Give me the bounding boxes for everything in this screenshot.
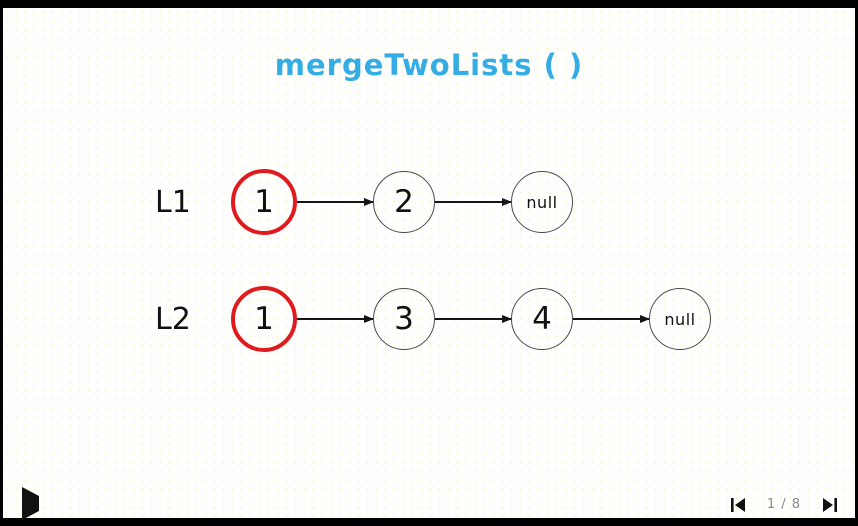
next-pointer-arrow-icon [297, 314, 374, 323]
next-pointer-arrow-icon [297, 197, 374, 206]
list-node: 1 [231, 286, 297, 352]
play-icon [21, 487, 39, 520]
list-node: 4 [511, 288, 573, 350]
linked-list-l2: L2 1 3 4 null [155, 285, 711, 353]
list-label: L1 [155, 184, 191, 220]
list-label: L2 [155, 301, 191, 337]
list-node-null: null [649, 288, 711, 350]
player-nav: 1 / 8 [730, 497, 838, 512]
list-node: 2 [373, 171, 435, 233]
slide-title: mergeTwoLists ( ) [274, 48, 584, 82]
next-pointer-arrow-icon [435, 197, 512, 206]
skip-to-start-icon [730, 497, 746, 512]
next-pointer-arrow-icon [573, 314, 650, 323]
next-pointer-arrow-icon [435, 314, 512, 323]
linked-list-l1: L1 1 2 null [155, 168, 573, 236]
page-indicator: 1 / 8 [766, 497, 801, 512]
last-slide-button[interactable] [822, 497, 838, 512]
list-node-null: null [511, 171, 573, 233]
play-button[interactable] [21, 487, 39, 520]
list-node: 3 [373, 288, 435, 350]
first-slide-button[interactable] [730, 497, 746, 512]
list-node: 1 [231, 169, 297, 235]
skip-to-end-icon [822, 497, 838, 512]
